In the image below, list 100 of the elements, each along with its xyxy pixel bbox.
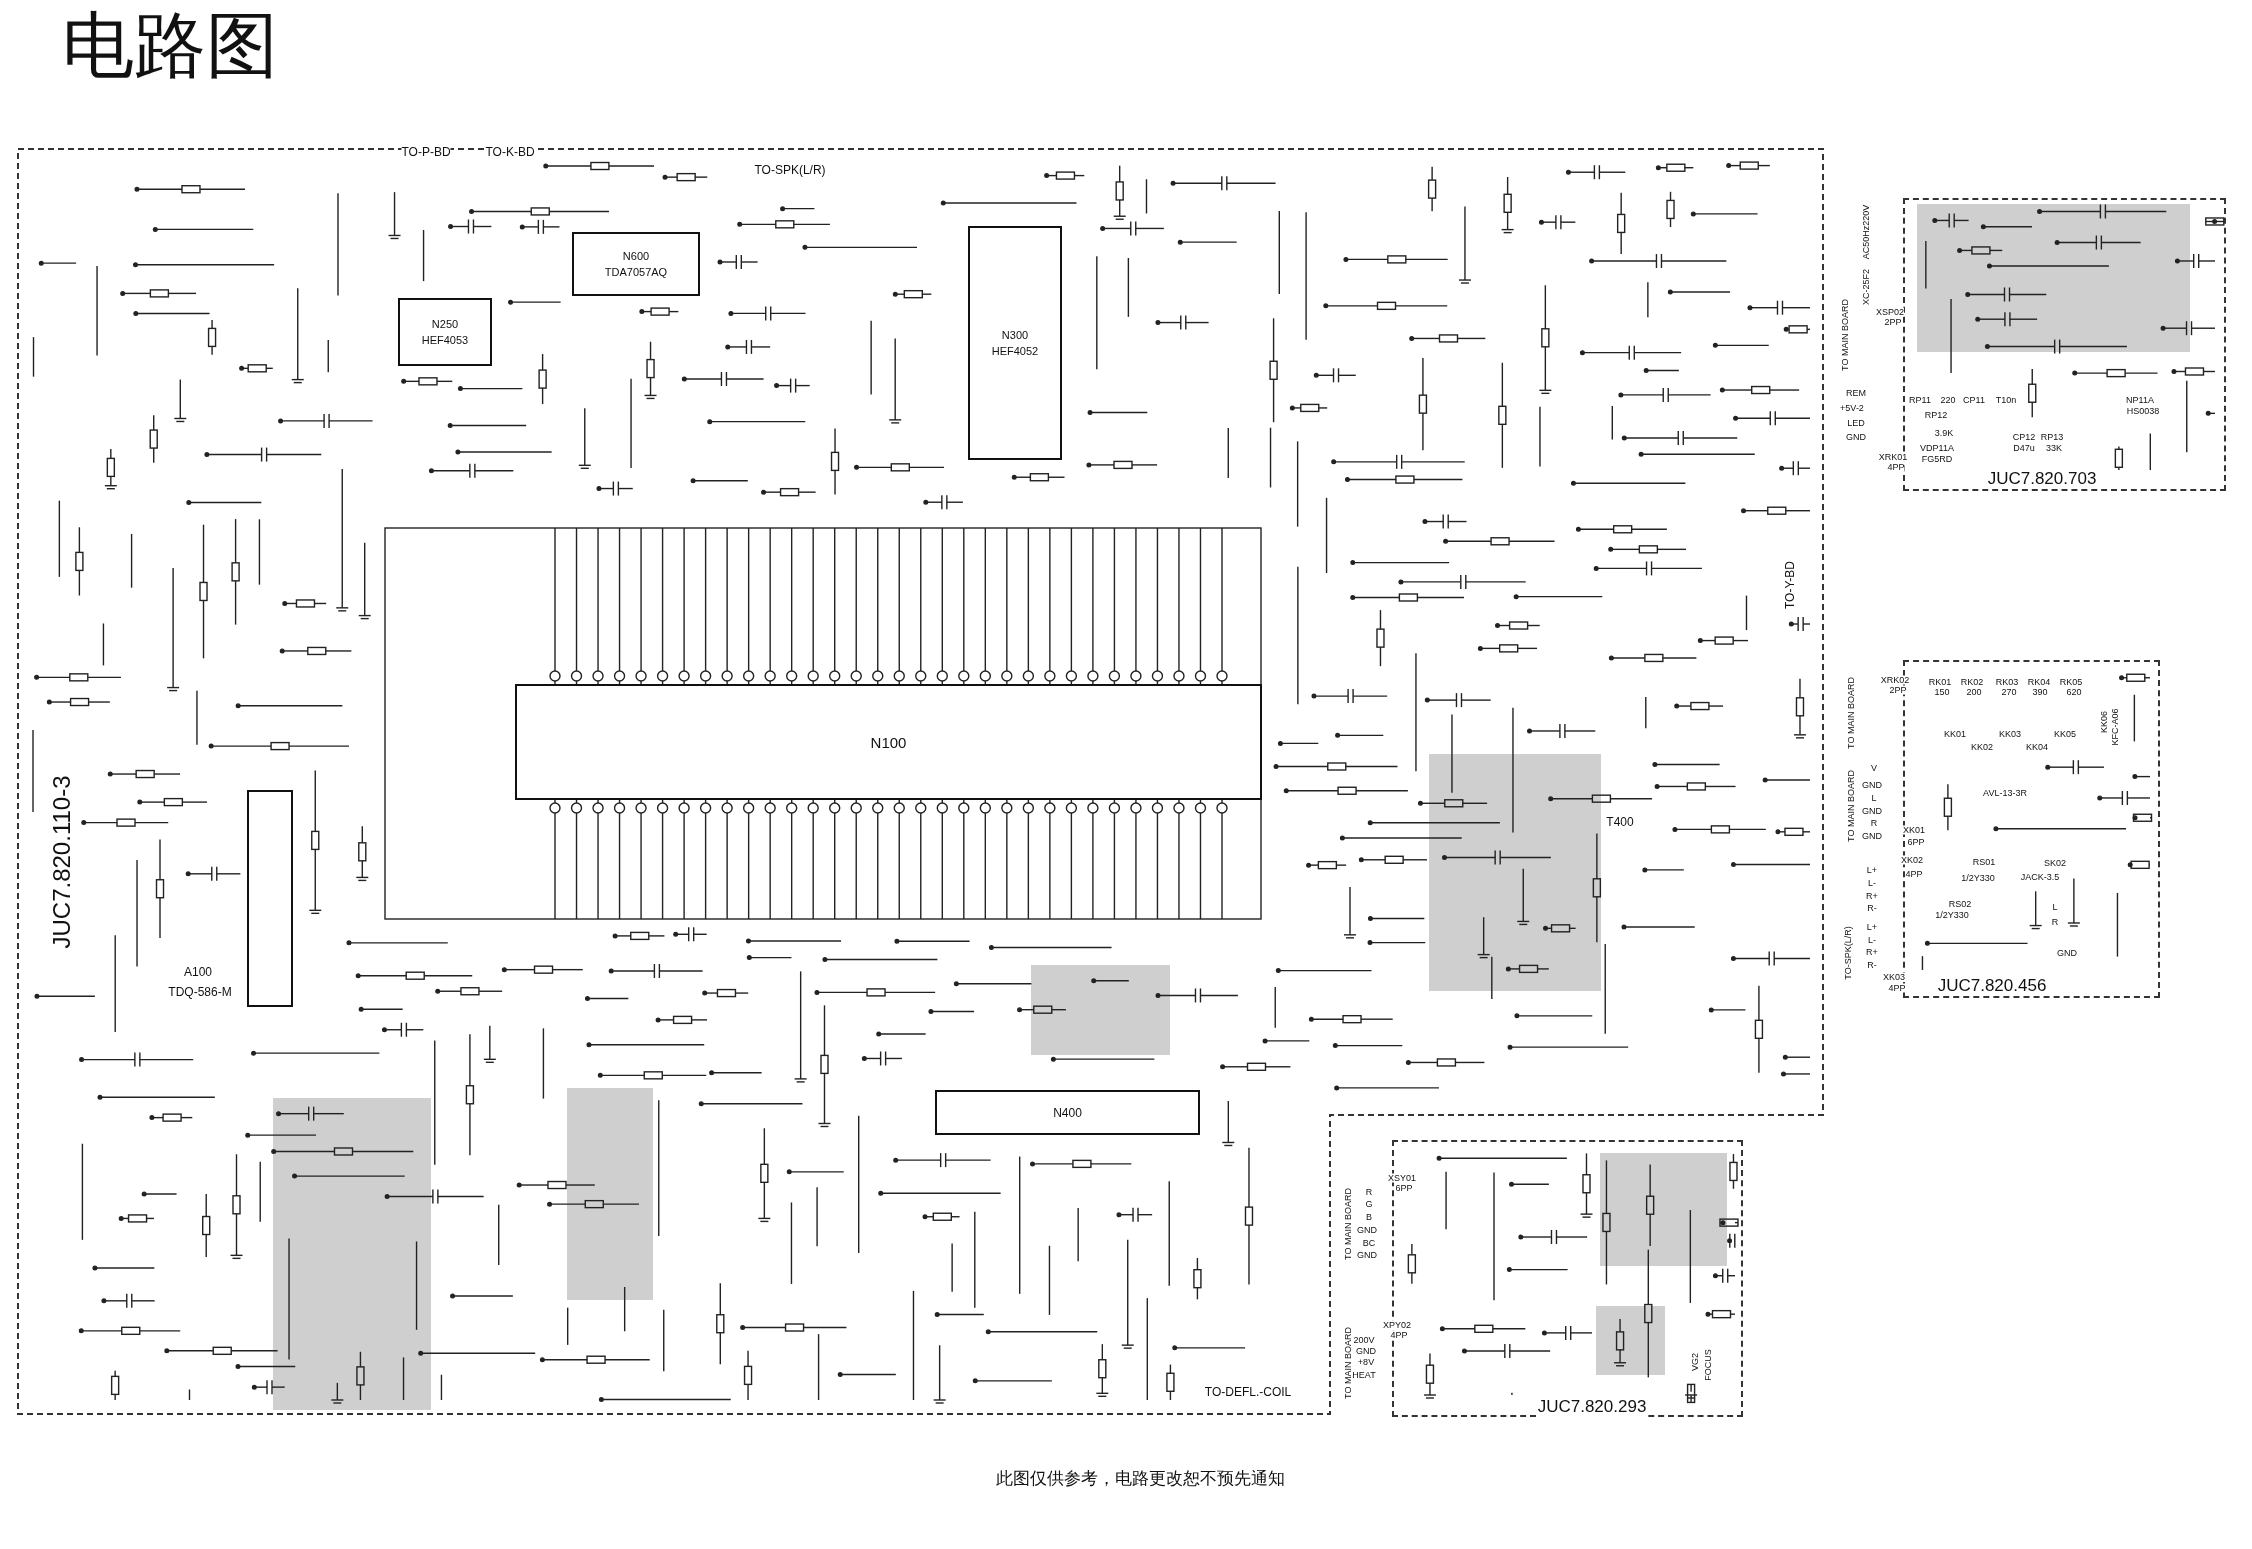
pin-label: TO MAIN BOARD [1840,299,1850,371]
pin-label: XRK02 [1880,675,1910,685]
pin-label: B [1366,1212,1372,1222]
pin-label: XK03 [1883,972,1905,982]
pin-label: KK05 [2054,729,2076,739]
pin-label: CP12 [2012,432,2036,442]
pin-label: 4PP [1887,462,1905,472]
pin-label: GND [1357,1225,1377,1235]
pin-label: KK04 [2026,742,2048,752]
pin-label: HS0038 [2126,406,2160,416]
ic-box [398,298,492,366]
pin-label: RS01 [1972,857,1996,867]
pin-label: TO MAIN BOARD [1343,1188,1353,1260]
pin-label: 390 [2032,687,2048,697]
pin-label: RP12 [1924,410,1948,420]
pin-label: RK01 [1928,677,1952,687]
module-box [247,790,293,1007]
pin-label: TO MAIN BOARD [1846,677,1856,749]
pin-label: D47u [2013,443,2035,453]
pin-label: TO-DEFL.-COIL [1204,1386,1292,1398]
pin-label: XPY02 [1383,1320,1411,1330]
pin-label: REM [1846,388,1866,398]
pin-label: VDP11A [1920,443,1954,453]
pin-label: 3.9K [1934,428,1954,438]
pin-label: KK03 [1999,729,2021,739]
pin-label: XK02 [1901,855,1923,865]
pin-label: R- [1867,960,1877,970]
pin-label: KFC-A06 [2110,708,2120,746]
pin-label: AVL-13-3R [1983,788,2027,798]
pin-label: JACK-3.5 [2020,872,2060,882]
pin-label: RK03 [1995,677,2019,687]
pin-label: L+ [1866,922,1878,932]
ic-label: N300 [1001,329,1029,341]
pin-label: 200V [1353,1335,1375,1345]
pin-label: L [1871,793,1877,803]
pin-label: 200 [1966,687,1982,697]
pin-label: T400 [1606,816,1634,828]
pin-label: TO-SPK(L/R) [754,164,826,176]
pin-label: RK02 [1960,677,1984,687]
board-label: JUC7.820.293 [1537,1397,1647,1417]
pin-label: R+ [1866,891,1878,901]
pin-label: RK05 [2059,677,2083,687]
pin-label: XSP02 [1876,307,1904,317]
pin-label: 6PP [1907,837,1925,847]
caption: 此图仅供参考，电路更改恕不预先通知 [995,1466,1285,1490]
pin-label: GND [1846,432,1866,442]
pin-label: BC [1362,1238,1376,1248]
module-label: A100 [184,965,212,979]
ic-label: N600 [622,250,650,262]
pin-label: VG2 [1690,1353,1700,1371]
ic-label: N100 [870,733,907,751]
pin-label: 1/2Y330 [1935,910,1969,920]
pin-label: XRK01 [1878,452,1908,462]
pin-label: TO-Y-BD [1784,561,1796,609]
ic-box [515,684,1262,800]
pin-label: RP13 [2040,432,2064,442]
ic-label: TDA7057AQ [604,266,668,278]
pin-label: TO MAIN BOARD [1846,770,1856,842]
pin-label: FOCUS [1703,1349,1713,1381]
ic-box [935,1090,1200,1135]
pin-label: TO-P-BD [401,146,451,158]
pin-label: L+ [1866,865,1878,875]
board-outline [17,148,1824,1415]
pin-label: GND [1356,1346,1376,1356]
pin-label: R [1365,1187,1373,1197]
pin-label: XSY01 [1388,1173,1416,1183]
pin-label: 33K [2046,443,2062,453]
pin-label: HEAT [1352,1370,1376,1380]
pin-label: TO MAIN BOARD [1343,1327,1353,1399]
pin-label: L [2052,902,2058,912]
pin-label: TO-K-BD [485,146,535,158]
pin-label: XC-25F2 [1861,269,1871,305]
pin-label: G [1365,1199,1373,1209]
pin-label: CP11 [1963,395,1985,405]
pin-label: LED [1847,418,1865,428]
pin-label: R+ [1866,947,1878,957]
pin-label: 620 [2066,687,2082,697]
pin-label: +5V-2 [1840,403,1864,413]
pin-label: XK01 [1903,825,1925,835]
pin-label: TO-SPK(L/R) [1843,926,1853,980]
pin-label: +8V [1357,1357,1375,1367]
pin-label: GND [1862,780,1882,790]
pin-label: GND [1357,1250,1377,1260]
pin-label: 150 [1934,687,1950,697]
pin-label: FG5RD [1921,454,1953,464]
pin-label: 220 [1940,395,1956,405]
title: 电路图 [62,6,278,86]
ic-label: HEF4052 [991,345,1039,357]
ic-label: HEF4053 [421,334,469,346]
pin-label: GND [1862,831,1882,841]
pin-label: 2PP [1889,685,1907,695]
pin-label: AC50Hz220V [1861,204,1871,260]
pin-label: GND [1862,806,1882,816]
pin-label: GND [2057,948,2077,958]
pin-label: RK04 [2027,677,2051,687]
ic-box [572,232,700,296]
module-label: TDQ-586-M [168,985,232,999]
pin-label: V [1871,763,1877,773]
pin-label: 1/2Y330 [1961,873,1995,883]
pin-label: R- [1867,903,1877,913]
